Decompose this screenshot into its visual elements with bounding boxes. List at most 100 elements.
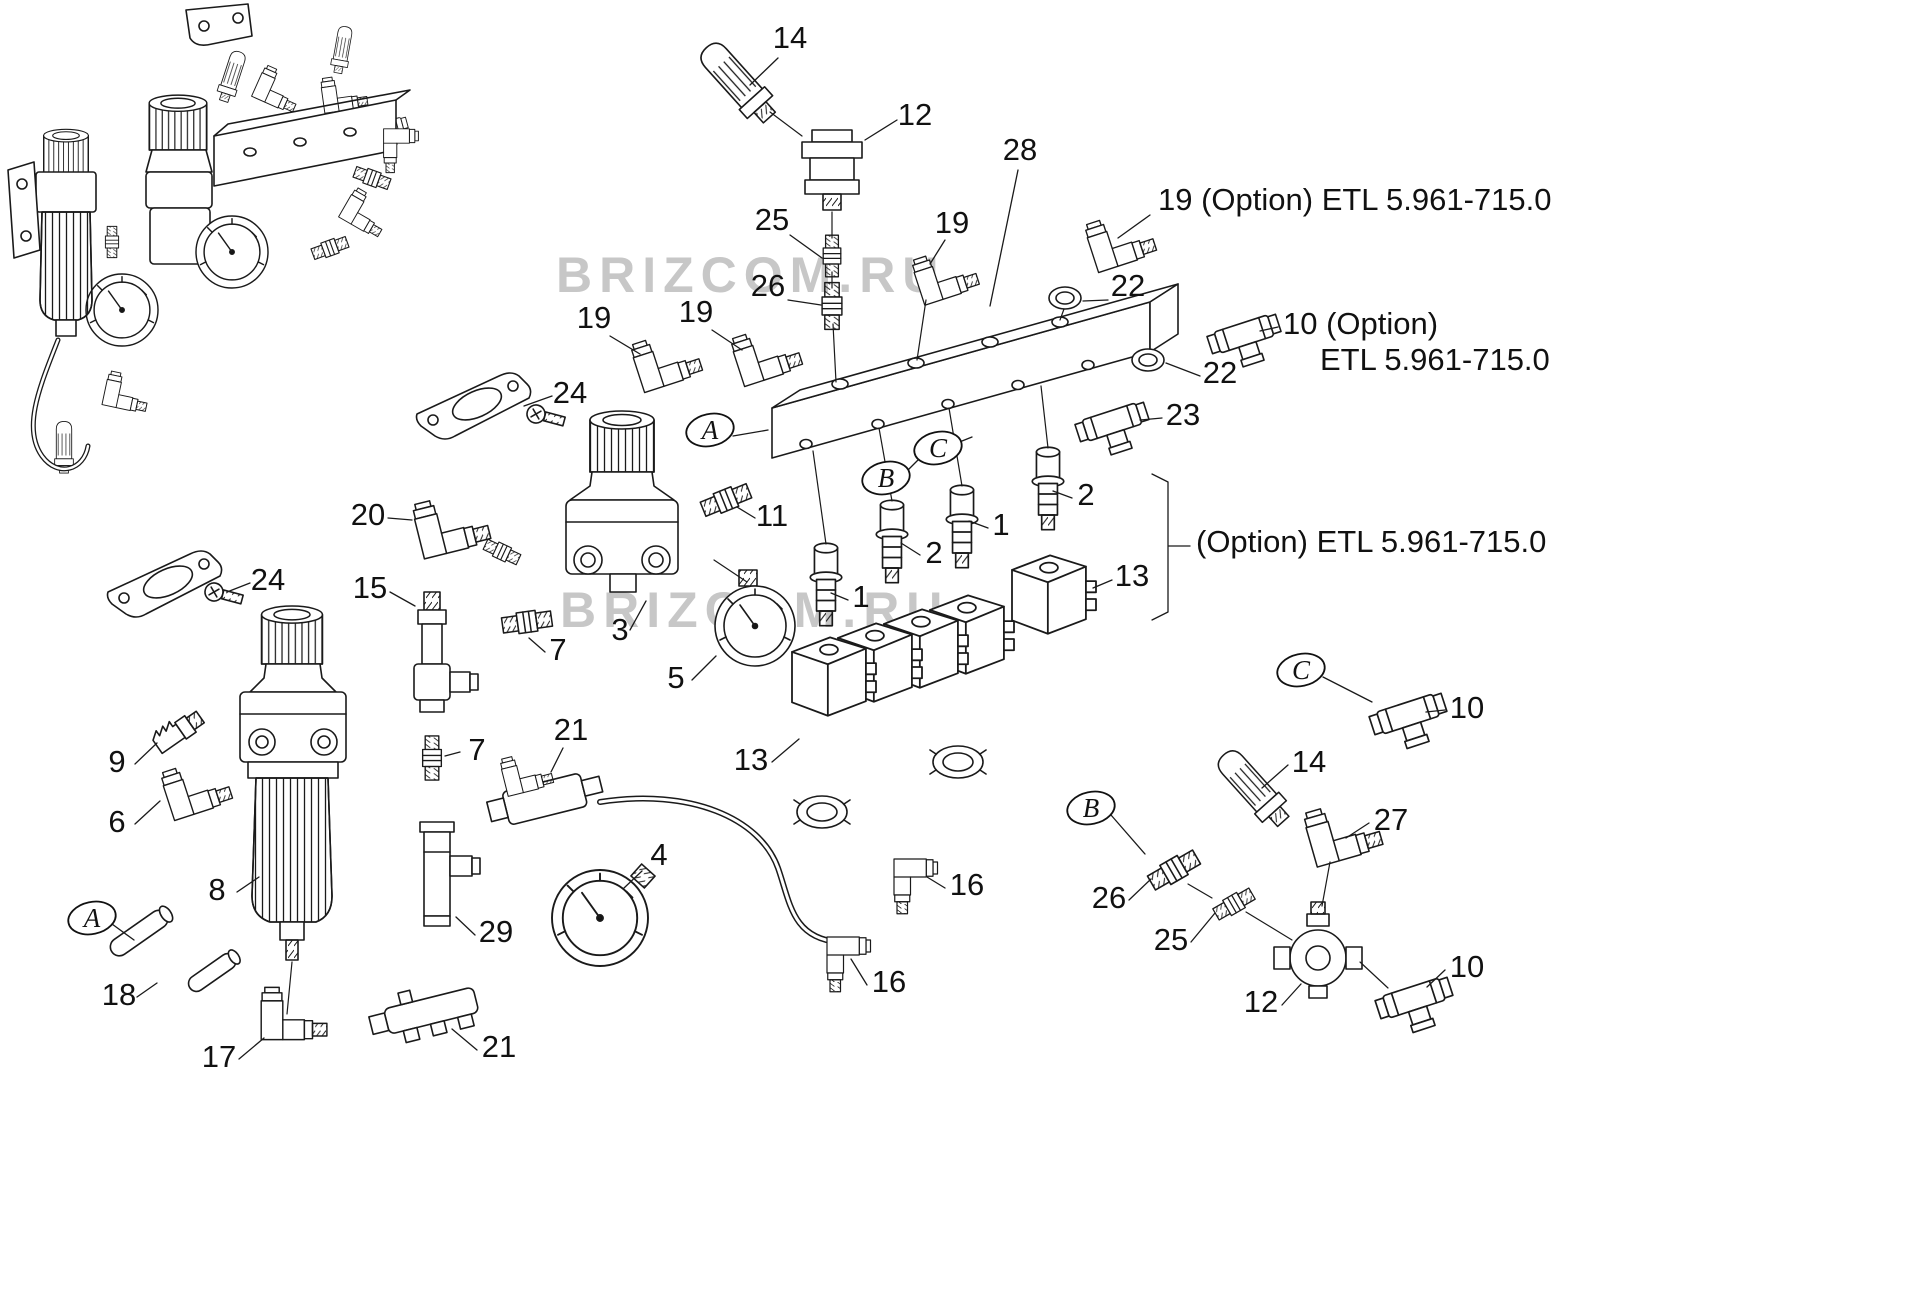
- callout-9: 9: [108, 744, 125, 779]
- elbow-19-left-a: [628, 325, 705, 394]
- callout-20: 20: [351, 497, 385, 532]
- callout-7-lower: 7: [468, 732, 485, 767]
- callout-17: 17: [202, 1039, 236, 1074]
- barb-fitting-9: [152, 710, 206, 755]
- fitting-7-lower: [421, 735, 443, 781]
- ring-nut-a: [793, 795, 851, 829]
- callout-1-left: 1: [852, 579, 869, 614]
- callout-16-right: 16: [950, 867, 984, 902]
- callout-18: 18: [102, 977, 136, 1012]
- callout-12-top: 12: [898, 97, 932, 132]
- callout-19-mid: 19: [935, 205, 969, 240]
- callout-10-option-line2: ETL 5.961-715.0: [1320, 342, 1550, 377]
- tube-18-b: [187, 949, 241, 993]
- callout-13-left: 13: [734, 742, 768, 777]
- connection-marker-A: A: [685, 412, 735, 448]
- callout-29: 29: [479, 914, 513, 949]
- silencer-14-right: [1210, 743, 1297, 833]
- callout-16-bottom: 16: [872, 964, 906, 999]
- marker-circle: [685, 412, 735, 448]
- connection-marker-B: B: [861, 460, 911, 496]
- callout-10-bottom: 10: [1450, 949, 1484, 984]
- callout-5: 5: [667, 660, 684, 695]
- gauge-5: [714, 569, 796, 667]
- tee-10-bottom: [1373, 974, 1461, 1042]
- elbow-16-right: [893, 858, 939, 915]
- cartridge-2-left: [875, 499, 909, 584]
- callout-3: 3: [611, 612, 628, 647]
- marker-circle: [861, 460, 911, 496]
- callout-10-option-line1: 10 (Option): [1283, 306, 1438, 341]
- callout-11: 11: [756, 498, 788, 533]
- assembled-unit-overview: [7, 3, 419, 474]
- callout-24-left: 24: [251, 562, 285, 597]
- fitting-7-upper: [500, 607, 554, 637]
- marker-leader-lines: [111, 429, 1373, 941]
- callout-21-upper: 21: [554, 712, 588, 747]
- callout-19-b: 19: [679, 294, 713, 329]
- callout-15: 15: [353, 570, 387, 605]
- bracket-24-top: [415, 372, 568, 440]
- callout-26-top: 26: [751, 268, 785, 303]
- marker-circle: [1066, 790, 1116, 826]
- callout-10-c: 10: [1450, 690, 1484, 725]
- connection-marker-B: B: [1066, 790, 1116, 826]
- callout-7-upper: 7: [549, 632, 566, 667]
- callout-6: 6: [108, 804, 125, 839]
- tube-18-a: [109, 905, 174, 957]
- marker-circle: [1276, 652, 1326, 688]
- watermark-text: BRIZCOM.RU: [556, 247, 945, 303]
- option-bracket: [1151, 473, 1191, 621]
- marker-letter: B: [1083, 793, 1100, 823]
- callout-1-right: 1: [992, 507, 1009, 542]
- marker-letter: C: [929, 433, 948, 463]
- tee-10-c: [1367, 690, 1455, 758]
- connection-marker-C: C: [1276, 652, 1326, 688]
- elbow-19-left-b: [728, 319, 805, 388]
- gauge-4: [551, 863, 656, 967]
- elbow-17: [260, 986, 328, 1041]
- marker-layer: A B C A B C: [67, 412, 1326, 936]
- tee-29: [419, 821, 481, 927]
- callout-21-lower: 21: [482, 1029, 516, 1064]
- valve-21-upper: [485, 747, 604, 825]
- callout-24-top: 24: [553, 375, 587, 410]
- tee-23: [1073, 399, 1157, 464]
- callout-13-right: 13: [1115, 558, 1149, 593]
- solenoid-coil-13-single: [1011, 554, 1097, 635]
- callout-19-option: 19 (Option) ETL 5.961-715.0: [1158, 182, 1551, 217]
- elbow-6: [158, 753, 235, 822]
- callout-option-etl: (Option) ETL 5.961-715.0: [1196, 524, 1546, 559]
- valve-12-top: [801, 129, 863, 211]
- bracket-24-left: [106, 550, 246, 618]
- filter-regulator-8: [239, 605, 347, 961]
- marker-letter: A: [82, 903, 101, 933]
- marker-circle: [67, 900, 117, 936]
- cartridge-2-right: [1031, 446, 1065, 531]
- elbow-27: [1301, 794, 1385, 868]
- marker-circle: [913, 430, 963, 466]
- ball-valve-12-bottom: [1273, 901, 1363, 999]
- callout-8: 8: [208, 872, 225, 907]
- callout-28: 28: [1003, 132, 1037, 167]
- callout-25-right: 25: [1154, 922, 1188, 957]
- callout-14-top: 14: [773, 20, 807, 55]
- fitting-11: [698, 480, 754, 520]
- callout-25-top: 25: [755, 202, 789, 237]
- marker-letter: C: [1292, 655, 1311, 685]
- marker-letter: B: [878, 463, 895, 493]
- silencer-14-top: [693, 35, 783, 130]
- manifold-28: [771, 283, 1179, 459]
- cartridge-1-right: [945, 484, 979, 569]
- callout-23: 23: [1166, 397, 1200, 432]
- pressure-regulator-3: [565, 410, 679, 593]
- fitting-26-top: [821, 281, 843, 331]
- marker-letter: A: [700, 415, 719, 445]
- elbow-19-option: [1082, 205, 1159, 274]
- hose-to-16: [597, 795, 841, 945]
- tee-15: [413, 591, 479, 713]
- callout-27: 27: [1374, 802, 1408, 837]
